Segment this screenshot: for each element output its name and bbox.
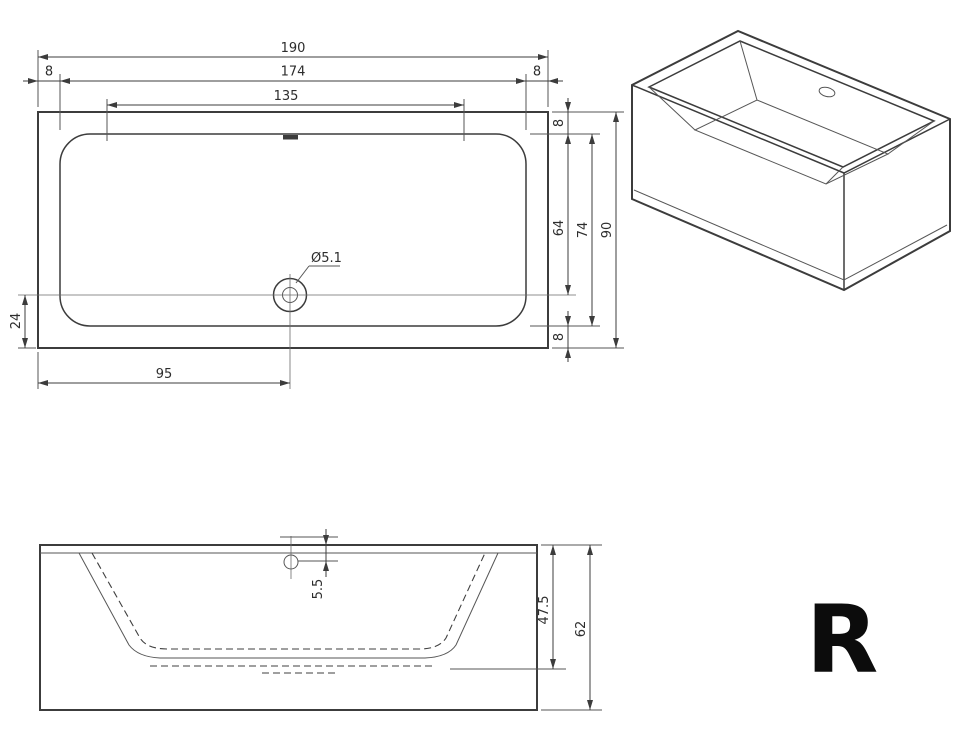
drain [18,274,576,389]
section-view: 5.5 47.5 62 [39,529,602,711]
orientation-marking: R [806,586,878,695]
dim-rim-and-inner-width: 8 174 8 [23,65,563,130]
dim-label-drain-diameter: Ø5.1 [311,251,342,266]
dim-label-overall-depth: 90 [600,222,615,239]
section-basin-hidden-profile [91,552,486,650]
dim-label-rim-top: 8 [552,119,567,127]
dim-label-basin-depth: 47.5 [537,596,552,625]
dim-basin-width: 135 [106,89,465,141]
dim-drain-recess: 5.5 [298,529,338,599]
dim-label-rim-bottom: 8 [552,333,567,341]
dim-label-drain-from-left: 95 [156,367,173,382]
dim-drain-from-left: 95 [37,352,290,389]
dim-label-overall-width: 190 [281,41,306,56]
dim-right-column: 8 64 8 74 90 [530,98,624,362]
iso-overflow-hole [818,86,836,98]
top-view: Ø5.1 190 8 174 8 135 [9,41,624,389]
section-outer-outline [39,544,538,711]
iso-bottom-seam [633,189,948,281]
dim-label-inner-width: 174 [281,65,306,80]
dim-overall-height: 62 [541,544,602,711]
dim-overall-width: 190 [37,41,549,107]
overflow-mark [283,135,298,140]
iso-outer-silhouette [631,29,951,292]
dim-label-basin-width: 135 [274,89,299,104]
dim-label-rim-left: 8 [45,65,53,80]
dim-label-drain-from-bottom: 24 [9,313,24,330]
section-basin-profile [78,552,499,659]
iso-basin-bottom [693,99,890,185]
iso-view [631,29,951,292]
dim-label-rim-right: 8 [533,65,541,80]
tub-inner-rim-outline [59,133,527,327]
tub-outer-outline [37,111,549,349]
dim-drain-diameter: Ø5.1 [295,251,342,284]
dim-basin-depth: 47.5 [450,545,566,670]
dim-label-drain-recess: 5.5 [311,579,326,600]
dim-label-inner-depth: 74 [576,222,591,239]
dim-label-overall-height: 62 [574,621,589,638]
dim-drain-from-bottom: 24 [9,295,36,349]
dim-label-drain-from-top: 64 [552,220,567,237]
